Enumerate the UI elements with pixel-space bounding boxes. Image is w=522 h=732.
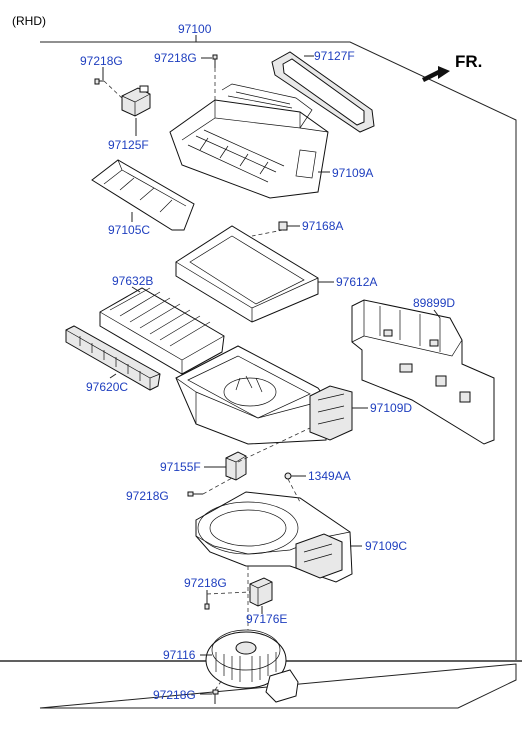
screw-mid-shape [187, 491, 203, 497]
leader-lines [102, 55, 441, 695]
label-97116[interactable]: 97116 [163, 648, 196, 662]
label-97109d[interactable]: 97109D [370, 401, 413, 415]
label-97632b[interactable]: 97632B [112, 274, 154, 288]
label-97176e[interactable]: 97176E [246, 612, 288, 626]
front-direction-label: FR. [455, 52, 483, 71]
variant-note: (RHD) [12, 14, 46, 28]
label-97218g-bottom[interactable]: 97218G [153, 688, 196, 702]
bolt-shape [284, 472, 306, 480]
label-97218g-top-center[interactable]: 97218G [154, 51, 197, 65]
label-97218g-lower[interactable]: 97218G [184, 576, 227, 590]
intake-case-upper-shape [169, 83, 329, 199]
intake-case-lower-shape [175, 345, 353, 445]
screw-lower-shape [204, 594, 210, 610]
filter-frame-shape [175, 225, 319, 323]
actuator-top-shape [121, 85, 151, 117]
label-97620c[interactable]: 97620C [86, 380, 129, 394]
label-97127f[interactable]: 97127F [314, 49, 355, 63]
label-97109a[interactable]: 97109A [332, 166, 374, 180]
cabin-filter-shape [99, 287, 225, 375]
actuator-mid-shape [225, 451, 247, 481]
clip-shape [278, 221, 300, 231]
duct-shape [351, 299, 495, 445]
blower-motor-shape [205, 629, 299, 703]
label-89899d[interactable]: 89899D [413, 296, 456, 310]
blower-case-shape [195, 491, 353, 583]
filter-cover-seal-shape [271, 51, 375, 133]
resistor-shape [249, 577, 273, 607]
label-97109c[interactable]: 97109C [365, 539, 408, 553]
label-97125f[interactable]: 97125F [108, 138, 149, 152]
label-97168a[interactable]: 97168A [302, 219, 344, 233]
label-97105c[interactable]: 97105C [108, 223, 151, 237]
label-97218g-top-left[interactable]: 97218G [80, 54, 123, 68]
screw-top-center-shape [212, 54, 218, 68]
assembly-outline [39, 41, 517, 709]
filter-cover-shape [65, 325, 161, 391]
label-97155f[interactable]: 97155F [160, 460, 201, 474]
label-97612a[interactable]: 97612A [336, 275, 378, 289]
label-97218g-mid[interactable]: 97218G [126, 489, 169, 503]
label-1349aa[interactable]: 1349AA [308, 469, 351, 483]
screw-bottom-shape [212, 689, 219, 704]
label-97100[interactable]: 97100 [178, 22, 212, 36]
intake-door-shape [91, 159, 195, 231]
screw-top-left-shape [94, 78, 104, 85]
assembly-guide-lines [103, 68, 311, 691]
front-arrow-icon [422, 66, 450, 82]
